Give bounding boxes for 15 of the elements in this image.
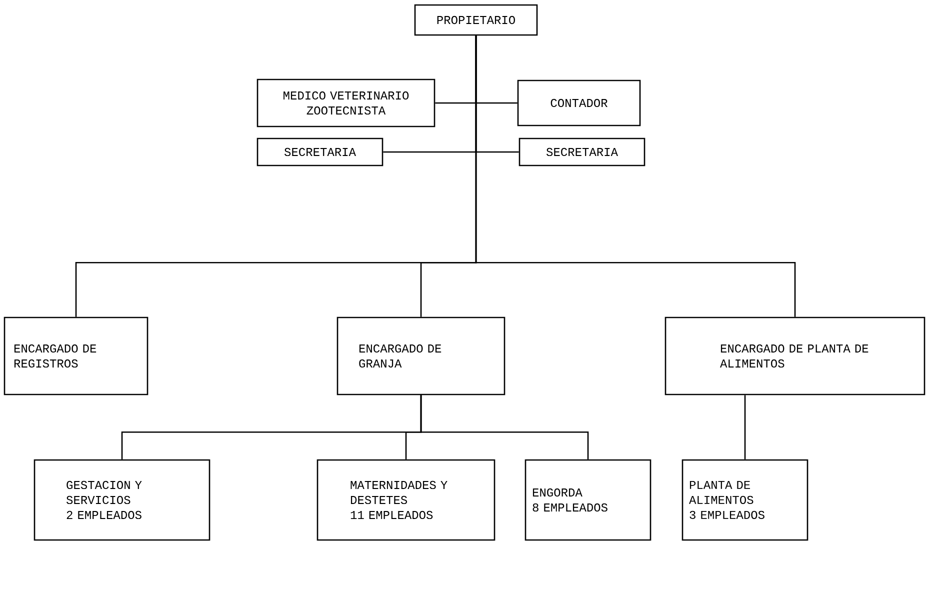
connector-line	[475, 36, 796, 317]
org-box: ENGORDA 8 EMPLEADOS	[524, 459, 652, 541]
org-box: CONTADOR	[517, 80, 641, 126]
org-box: SECRETARIA	[256, 138, 384, 166]
org-box: ENCARGADO DE REGISTROS	[4, 316, 148, 396]
org-box: ENCARGADO DE GRANJA	[336, 316, 506, 396]
org-box: PLANTA DE ALIMENTOS 3 EMPLEADOS	[682, 459, 808, 541]
connector-line	[744, 395, 746, 460]
org-box: MEDICO VETERINARIO ZOOTECNISTA	[256, 78, 436, 128]
connector-line	[420, 395, 589, 460]
org-box: MATERNIDADES Y DESTETES 11 EMPLEADOS	[316, 459, 496, 541]
org-box: ENCARGADO DE PLANTA DE ALIMENTOS	[664, 316, 926, 396]
org-box: GESTACION Y SERVICIOS 2 EMPLEADOS	[34, 459, 210, 541]
org-box: PROPIETARIO	[414, 4, 538, 36]
org-box: SECRETARIA	[518, 138, 646, 166]
